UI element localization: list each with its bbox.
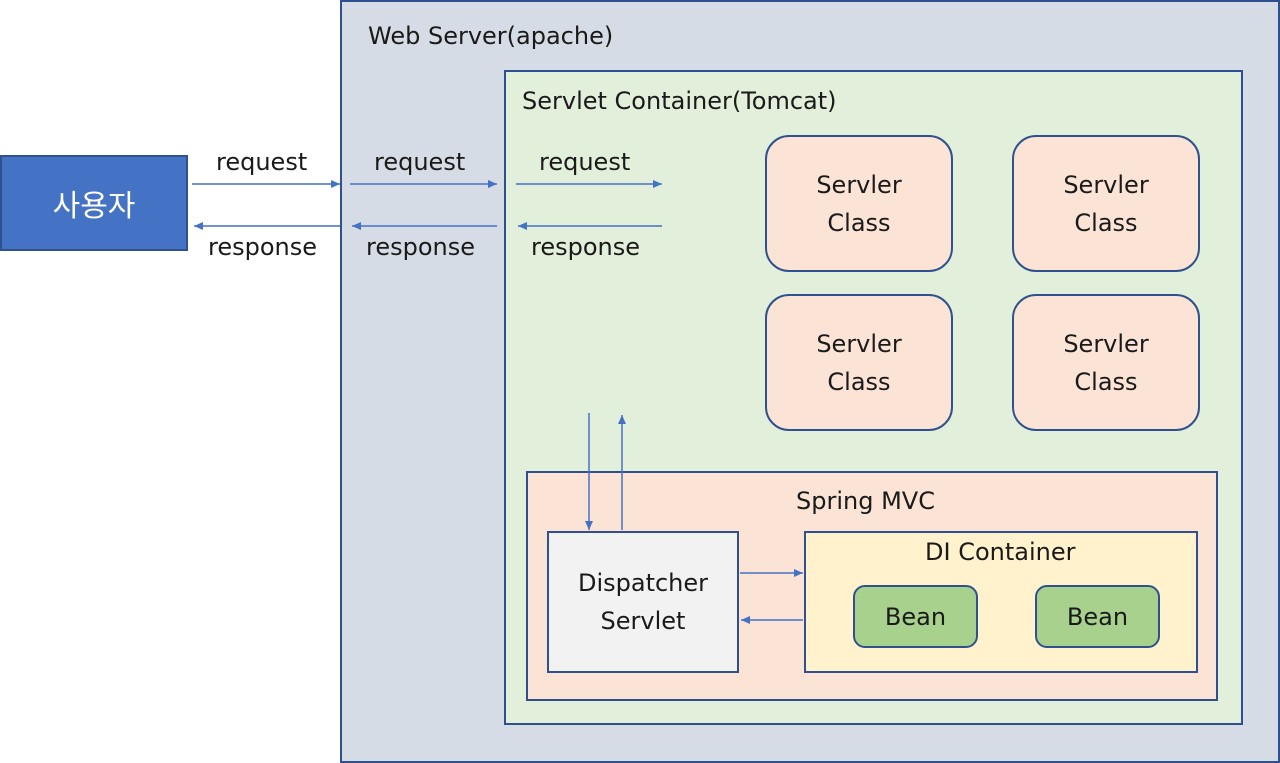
dispatcher-label-line1: Dispatcher bbox=[577, 569, 709, 597]
user-box: 사용자 bbox=[0, 155, 188, 251]
response-label: response bbox=[208, 233, 318, 261]
servlet-class-label-line1: Servler bbox=[816, 329, 902, 358]
dispatcher-label-line2: Servlet bbox=[600, 607, 686, 635]
request-label: request bbox=[539, 148, 631, 176]
request-label: request bbox=[374, 148, 466, 176]
servlet-class-label-line2: Class bbox=[1074, 367, 1138, 396]
servlet-class-label-line2: Class bbox=[1074, 208, 1138, 237]
user-label: 사용자 bbox=[52, 189, 136, 224]
di-container-title: DI Container bbox=[925, 538, 1076, 566]
servlet-class-label-line1: Servler bbox=[1063, 329, 1149, 358]
bean-box: Bean bbox=[853, 585, 978, 648]
request-label: request bbox=[216, 148, 308, 176]
servlet-class-box: Servler Class bbox=[765, 135, 953, 272]
servlet-container-title: Servlet Container(Tomcat) bbox=[522, 87, 837, 115]
servlet-class-label-line1: Servler bbox=[1063, 170, 1149, 199]
bean-label: Bean bbox=[1066, 602, 1129, 631]
servlet-class-label-line1: Servler bbox=[816, 170, 902, 199]
bean-box: Bean bbox=[1035, 585, 1160, 648]
spring-mvc-title: Spring MVC bbox=[796, 487, 935, 515]
servlet-class-box: Servler Class bbox=[765, 294, 953, 431]
servlet-class-box: Servler Class bbox=[1012, 135, 1200, 272]
web-server-title: Web Server(apache) bbox=[368, 22, 614, 50]
response-label: response bbox=[531, 233, 641, 261]
servlet-class-label-line2: Class bbox=[827, 367, 891, 396]
bean-label: Bean bbox=[884, 602, 947, 631]
servlet-class-label-line2: Class bbox=[827, 208, 891, 237]
dispatcher-servlet-box: Dispatcher Servlet bbox=[547, 531, 739, 673]
response-label: response bbox=[366, 233, 476, 261]
servlet-class-box: Servler Class bbox=[1012, 294, 1200, 431]
